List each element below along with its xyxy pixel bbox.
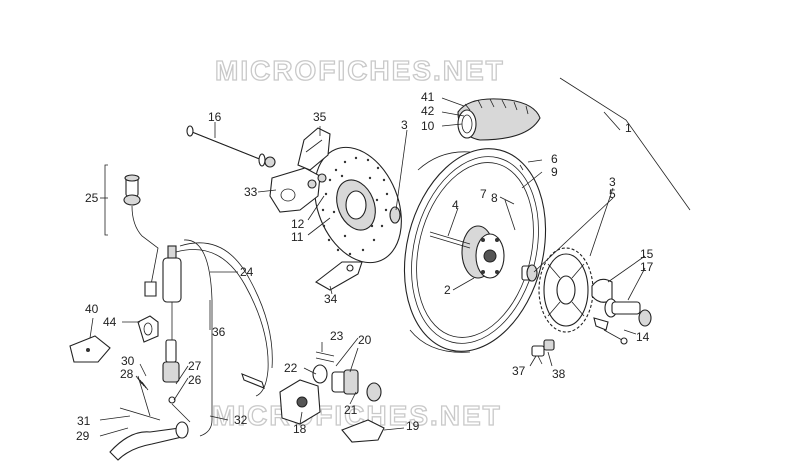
label-part-15: 15 [640, 247, 654, 261]
label-part-41: 41 [421, 90, 435, 104]
label-part-26: 26 [188, 373, 202, 387]
label-part-9: 9 [551, 165, 558, 179]
label-part-1: 1 [625, 121, 632, 135]
label-part-7: 7 [480, 187, 487, 201]
group-1-bracket [559, 77, 691, 211]
label-part-38: 38 [552, 367, 566, 381]
part-labels: 1 2 3 3 4 5 6 7 8 9 10 11 12 14 15 16 17… [76, 90, 654, 443]
group-25-bracket [104, 164, 108, 236]
wheel-axle [186, 125, 276, 168]
label-part-14: 14 [636, 330, 650, 344]
label-part-20: 20 [358, 333, 372, 347]
label-part-2: 2 [444, 283, 451, 297]
label-part-29: 29 [76, 429, 90, 443]
label-part-8: 8 [491, 191, 498, 205]
label-part-16: 16 [208, 110, 222, 124]
label-part-22: 22 [284, 361, 298, 375]
brake-guard [297, 127, 331, 171]
rear-wheel-hub [429, 164, 533, 281]
label-part-40: 40 [85, 302, 99, 316]
rear-master-cylinder [162, 245, 182, 383]
label-part-18: 18 [293, 422, 307, 436]
label-part-21: 21 [344, 403, 358, 417]
label-part-12: 12 [291, 217, 305, 231]
chain-guide [315, 261, 363, 291]
label-part-30: 30 [121, 354, 135, 368]
label-part-33: 33 [244, 185, 258, 199]
label-part-19: 19 [406, 419, 420, 433]
label-part-17: 17 [640, 260, 654, 274]
wheel-spacer-right [526, 264, 538, 282]
label-part-3-left: 3 [401, 118, 408, 132]
label-part-42: 42 [421, 104, 435, 118]
rear-brake-caliper [241, 373, 321, 425]
tyre [457, 98, 541, 141]
label-part-5: 5 [609, 187, 616, 201]
label-part-35: 35 [313, 110, 327, 124]
label-part-6: 6 [551, 152, 558, 166]
heel-guard [69, 335, 111, 363]
label-part-36: 36 [212, 325, 226, 339]
label-part-3-right: 3 [609, 175, 616, 189]
brake-pads [312, 351, 382, 402]
label-part-28: 28 [120, 367, 134, 381]
label-part-37: 37 [512, 364, 526, 378]
brake-reservoir [123, 174, 159, 297]
label-part-34: 34 [324, 292, 338, 306]
brake-hose [175, 242, 273, 397]
chain-adjuster-assembly [591, 278, 652, 345]
label-part-10: 10 [421, 119, 435, 133]
chain-adjuster-bolts [531, 339, 555, 365]
pad-shim [341, 419, 385, 443]
brake-pedal [109, 375, 191, 461]
label-part-25: 25 [85, 191, 99, 205]
rear-sprocket [538, 247, 594, 333]
leader-lines [89, 97, 646, 437]
reservoir-hose [183, 239, 213, 437]
label-part-24: 24 [240, 265, 254, 279]
wheel-spacer-left [389, 206, 401, 224]
label-part-44: 44 [103, 315, 117, 329]
label-part-32: 32 [234, 413, 248, 427]
brake-disc [314, 146, 402, 264]
label-part-4: 4 [452, 198, 459, 212]
label-part-31: 31 [77, 414, 91, 428]
label-part-23: 23 [330, 329, 344, 343]
watermark-top: MICROFICHES.NET [215, 55, 505, 86]
label-part-11: 11 [291, 230, 304, 244]
foot-rest-plate [137, 315, 159, 343]
label-part-27: 27 [188, 359, 202, 373]
